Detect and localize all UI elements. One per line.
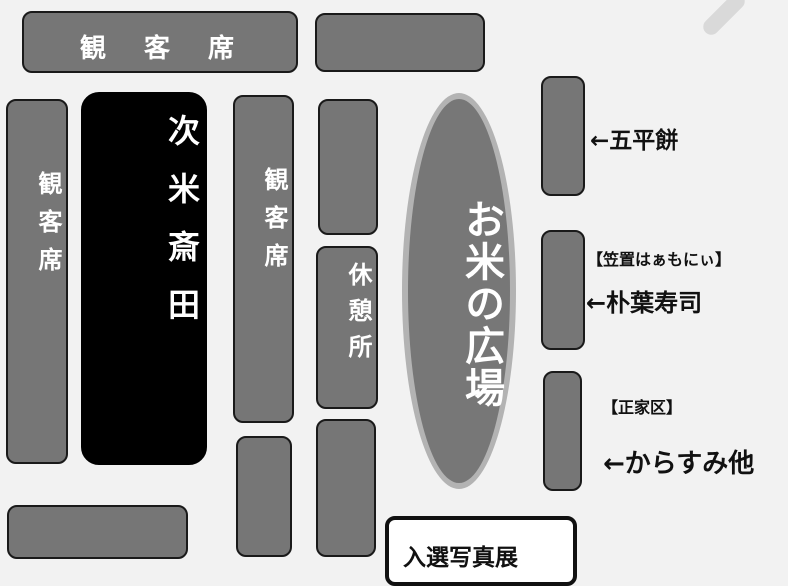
upper-middle-block — [318, 99, 378, 235]
stall-3-vendors: 【正家区】 — [602, 398, 683, 417]
rest-area-label: 休憩所 — [344, 262, 372, 370]
feature-booth-block: 次米斎田 — [81, 92, 207, 465]
stall-1-block — [541, 76, 585, 196]
photo-exhibit-label: 入選写真展 — [403, 545, 518, 571]
stall-2-label: ←朴葉寿司 — [586, 289, 703, 317]
top-seating-block: 観 客 席 — [22, 11, 298, 73]
center-seating-block: 観客席 — [233, 95, 294, 423]
left-seating-block: 観客席 — [6, 99, 68, 464]
stall-3-block — [543, 371, 582, 491]
top-right-block — [315, 13, 485, 72]
pencil-decoration — [699, 0, 749, 39]
bottom-left-block — [7, 505, 188, 559]
rest-area-block: 休憩所 — [316, 246, 378, 409]
left-seating-label: 観客席 — [34, 171, 62, 285]
stall-2-vendors: 【笠置はぁもにぃ】 — [587, 250, 732, 269]
top-seating-label: 観 客 席 — [79, 34, 240, 64]
stall-1-label: ←五平餅 — [590, 128, 679, 154]
lower-middle-block — [316, 419, 376, 557]
center-lower-block — [236, 436, 292, 557]
stall-3-label: ←からすみ他 — [603, 449, 755, 479]
rice-plaza-label: お米の広場 — [458, 199, 504, 409]
photo-exhibit-box: 入選写真展 — [385, 516, 577, 586]
center-seating-label: 観客席 — [260, 167, 288, 281]
rice-plaza: お米の広場 — [402, 93, 516, 489]
stall-2-block — [541, 230, 585, 350]
feature-booth-label: 次米斎田 — [163, 114, 201, 346]
